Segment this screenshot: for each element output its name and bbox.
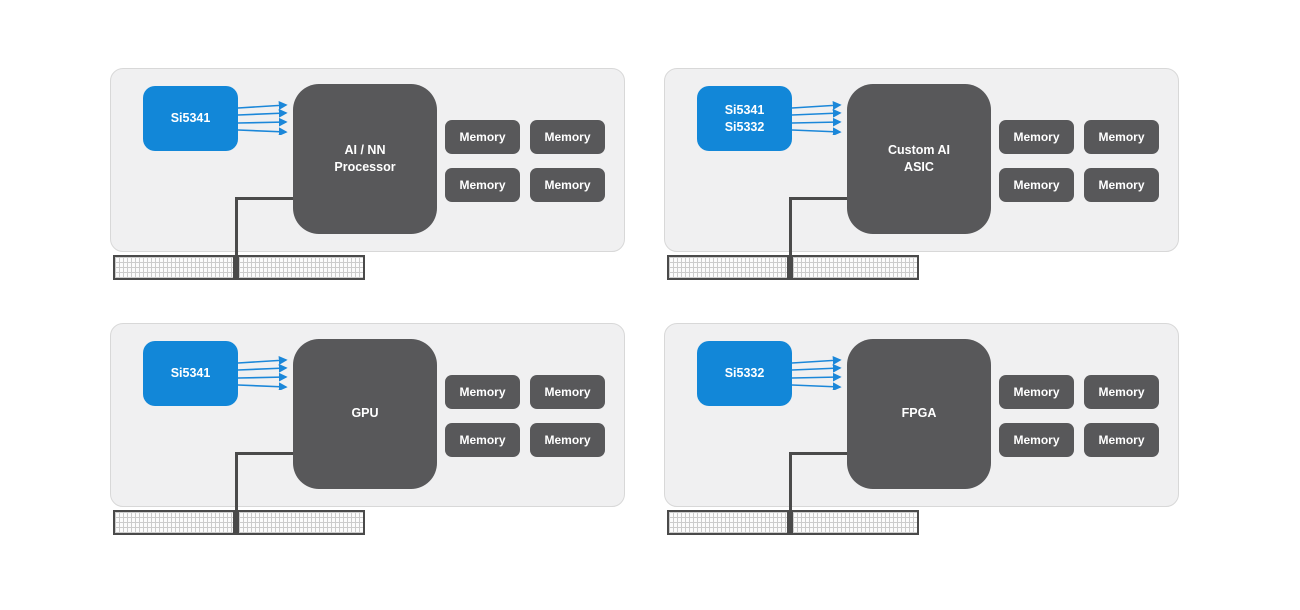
module-gpu: Si5341 GPU Memory Memory Memory Memory <box>110 323 625 543</box>
memory-block: Memory <box>445 168 520 202</box>
board-trace-horizontal <box>789 452 885 455</box>
edge-connector-strip <box>113 510 235 535</box>
clock-signal-arrows-icon <box>792 356 842 390</box>
memory-label: Memory <box>544 433 591 447</box>
memory-label: Memory <box>1013 433 1060 447</box>
memory-block: Memory <box>530 423 605 457</box>
board-trace-horizontal <box>789 197 885 200</box>
processor-block: Custom AI ASIC <box>847 84 991 234</box>
clock-chip-label: Si5332 <box>724 366 765 381</box>
edge-connector-strip <box>667 510 789 535</box>
board-trace-vertical <box>235 452 238 535</box>
clock-chip-label: Si5341 Si5332 <box>724 103 765 134</box>
board-trace-vertical <box>789 197 792 280</box>
memory-label: Memory <box>1013 385 1060 399</box>
memory-block: Memory <box>530 375 605 409</box>
memory-block: Memory <box>999 168 1074 202</box>
clock-chip: Si5341 Si5332 <box>697 86 792 151</box>
memory-block: Memory <box>445 120 520 154</box>
memory-label: Memory <box>1098 385 1145 399</box>
edge-connector-strip <box>791 510 919 535</box>
processor-block: GPU <box>293 339 437 489</box>
module-ai-nn-processor: Si5341 AI / NN Processor Memory Memory M… <box>110 68 625 288</box>
edge-connector-strip <box>667 255 789 280</box>
clock-chip: Si5332 <box>697 341 792 406</box>
memory-label: Memory <box>1098 130 1145 144</box>
clock-signal-arrows-icon <box>238 356 288 390</box>
processor-label: FPGA <box>901 406 937 421</box>
clock-signal-arrows-icon <box>238 101 288 135</box>
board-trace-vertical <box>789 452 792 535</box>
module-fpga: Si5332 FPGA Memory Memory Memory Memory <box>664 323 1179 543</box>
memory-label: Memory <box>1013 130 1060 144</box>
memory-block: Memory <box>1084 423 1159 457</box>
memory-block: Memory <box>999 423 1074 457</box>
clock-chip: Si5341 <box>143 86 238 151</box>
memory-block: Memory <box>1084 120 1159 154</box>
edge-connector-strip <box>237 510 365 535</box>
processor-label: GPU <box>351 406 379 421</box>
module-custom-ai-asic: Si5341 Si5332 Custom AI ASIC Memory Memo… <box>664 68 1179 288</box>
memory-label: Memory <box>544 178 591 192</box>
memory-block: Memory <box>530 168 605 202</box>
memory-label: Memory <box>1098 433 1145 447</box>
board-trace-horizontal <box>235 452 331 455</box>
clock-chip: Si5341 <box>143 341 238 406</box>
memory-label: Memory <box>459 433 506 447</box>
edge-connector-strip <box>791 255 919 280</box>
processor-block: AI / NN Processor <box>293 84 437 234</box>
memory-label: Memory <box>459 178 506 192</box>
memory-block: Memory <box>1084 168 1159 202</box>
clock-chip-label: Si5341 <box>170 111 211 126</box>
memory-block: Memory <box>445 423 520 457</box>
processor-label: Custom AI ASIC <box>887 142 951 175</box>
memory-block: Memory <box>999 120 1074 154</box>
memory-block: Memory <box>445 375 520 409</box>
board-trace-horizontal <box>235 197 331 200</box>
processor-label: AI / NN Processor <box>334 142 396 175</box>
memory-block: Memory <box>1084 375 1159 409</box>
memory-block: Memory <box>530 120 605 154</box>
memory-label: Memory <box>1098 178 1145 192</box>
edge-connector-strip <box>237 255 365 280</box>
memory-label: Memory <box>544 385 591 399</box>
memory-label: Memory <box>1013 178 1060 192</box>
board-trace-vertical <box>235 197 238 280</box>
clock-chip-label: Si5341 <box>170 366 211 381</box>
memory-block: Memory <box>999 375 1074 409</box>
clock-signal-arrows-icon <box>792 101 842 135</box>
edge-connector-strip <box>113 255 235 280</box>
memory-label: Memory <box>459 130 506 144</box>
memory-label: Memory <box>459 385 506 399</box>
processor-block: FPGA <box>847 339 991 489</box>
memory-label: Memory <box>544 130 591 144</box>
